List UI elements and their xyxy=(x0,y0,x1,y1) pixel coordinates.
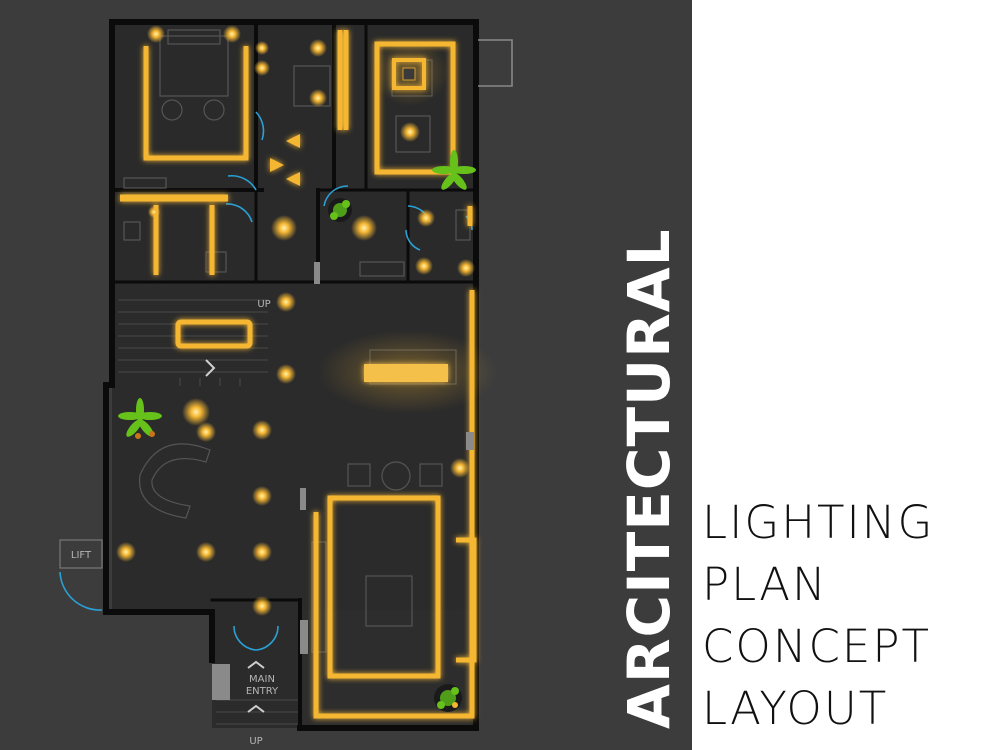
stair-up-label: UP xyxy=(257,299,270,310)
bottom-up-label: UP xyxy=(249,736,262,747)
downlights xyxy=(116,25,475,616)
column-marks xyxy=(212,262,474,700)
main-entry-label-line2: ENTRY xyxy=(246,686,279,697)
wall-uplights xyxy=(270,134,300,186)
subtitle-line-3: CONCEPT xyxy=(702,620,931,673)
cove-lights xyxy=(120,30,477,719)
title-panel xyxy=(692,0,1000,750)
subtitle-line-4: LAYOUT xyxy=(702,682,889,735)
stair-arrow xyxy=(205,359,265,713)
floor-plan-drawing: LIFT UP MAIN ENTRY UP xyxy=(59,19,513,747)
walls xyxy=(103,19,479,731)
floor-plan-panel: LIFT UP MAIN ENTRY UP xyxy=(0,0,692,750)
vertical-title: ARCITECTURAL xyxy=(615,228,683,729)
subtitle-line-2: PLAN xyxy=(702,558,828,611)
subtitle-line-1: LIGHTING xyxy=(702,496,935,549)
lift-label: LIFT xyxy=(71,550,92,561)
main-entry-label-line1: MAIN xyxy=(249,674,275,685)
dining-table xyxy=(318,38,498,414)
plants xyxy=(118,150,476,712)
